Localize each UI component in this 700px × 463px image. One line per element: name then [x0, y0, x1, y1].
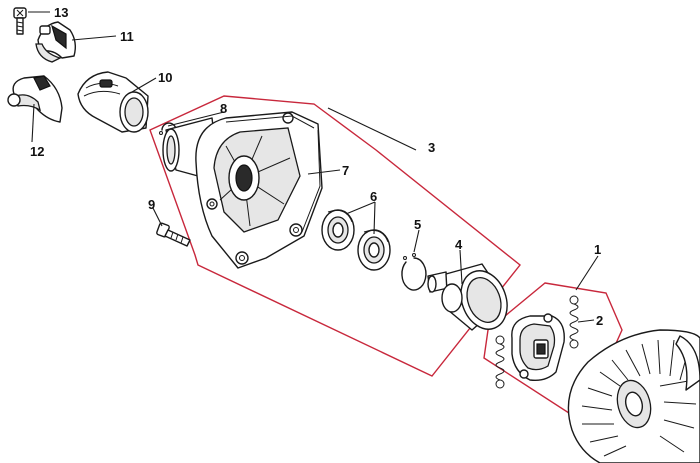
part-5-snap-ring: [401, 253, 427, 291]
part-9-bolt: [156, 222, 191, 247]
part-12-lower-clamp: [7, 75, 63, 123]
callout-9: 9: [148, 197, 155, 212]
part-11-upper-clamp: [35, 21, 77, 63]
callout-7: 7: [342, 163, 349, 178]
part-10-tube-sleeve: [77, 71, 149, 133]
callout-3: 3: [428, 140, 435, 155]
part-7-housing: [162, 111, 323, 269]
callout-1: 1: [594, 242, 601, 257]
flywheel-fan: [567, 329, 700, 463]
part-6-bearing-left: [321, 209, 355, 251]
part-4-clutch-drum: [427, 263, 508, 331]
part-2-spring-lower: [495, 335, 505, 389]
callout-2: 2: [596, 313, 603, 328]
callout-5: 5: [414, 217, 421, 232]
callout-8: 8: [220, 101, 227, 116]
leader-lines: [28, 11, 599, 323]
part-6-bearing-right: [357, 229, 391, 271]
part-1-clutch-shoe: [511, 313, 565, 382]
callout-13: 13: [54, 5, 68, 20]
callout-4: 4: [455, 237, 463, 252]
callout-11: 11: [120, 29, 134, 44]
callout-10: 10: [158, 70, 172, 85]
part-2-spring-upper: [569, 295, 579, 349]
callout-6: 6: [370, 189, 377, 204]
group-outline-3: [149, 95, 521, 377]
callout-12: 12: [30, 144, 44, 159]
part-13-bolt: [13, 7, 27, 35]
